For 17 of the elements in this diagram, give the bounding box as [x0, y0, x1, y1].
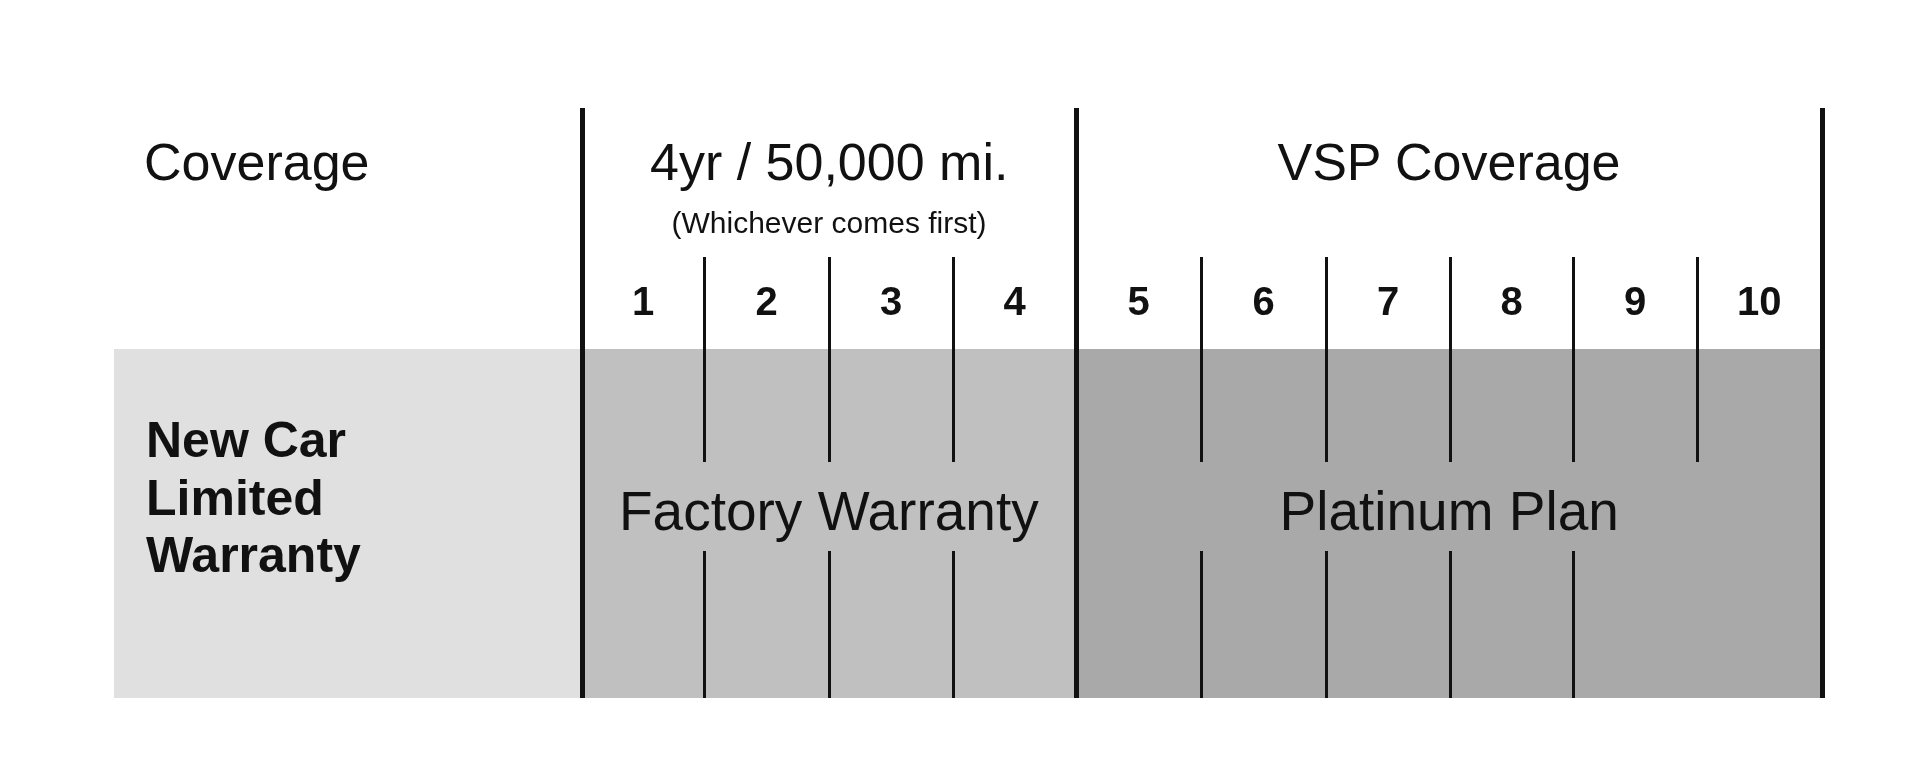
year-number: 7 [1377, 278, 1400, 324]
column-header: 4yr / 50,000 mi. [650, 133, 1009, 193]
year-number: 6 [1252, 278, 1275, 324]
year-number: 10 [1737, 278, 1782, 324]
year-number: 5 [1127, 278, 1150, 324]
column-header: VSP Coverage [1277, 133, 1621, 193]
column-header: Coverage [144, 133, 370, 193]
row-header: New Car Limited Warranty [146, 412, 362, 585]
cell-text: Platinum Plan [1279, 480, 1619, 544]
year-number: 9 [1624, 278, 1647, 324]
year-number: 2 [755, 278, 778, 324]
column-note: (Whichever comes first) [671, 206, 987, 241]
year-number: 1 [632, 278, 655, 324]
cell-text: Factory Warranty [619, 480, 1039, 544]
year-number: 4 [1003, 278, 1026, 324]
year-number: 3 [880, 278, 903, 324]
year-number: 8 [1500, 278, 1523, 324]
